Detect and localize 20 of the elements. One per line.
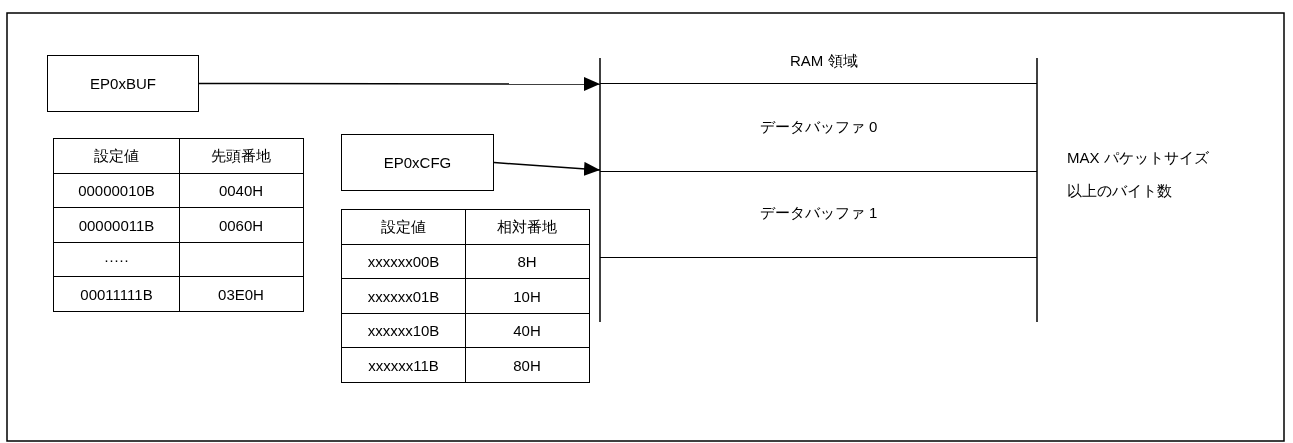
buffer-region: データバッファ 1 [600, 170, 1037, 258]
region-title: RAM 領域 [790, 52, 858, 71]
table-header-cell: 先頭番地 [178, 138, 304, 174]
arrow [198, 77, 601, 91]
table-cell: 03E0H [178, 276, 304, 312]
register-box: EP0xCFG [341, 134, 494, 191]
table-header-cell: 相対番地 [464, 209, 590, 245]
table-cell: 80H [464, 347, 590, 383]
table-cell: xxxxxx11B [341, 347, 466, 383]
table-cell: 00011111B [53, 276, 180, 312]
buffer-region: データバッファ 0 [600, 83, 1037, 172]
table-header-cell: 設定値 [53, 138, 180, 174]
table-header-cell: 設定値 [341, 209, 466, 245]
size-note: MAX パケットサイズ以上のバイト数 [1067, 148, 1210, 201]
table-cell: 10H [464, 278, 590, 314]
arrow [493, 161, 601, 176]
table-cell: 00000011B [53, 207, 180, 243]
table-cell: xxxxxx01B [341, 278, 466, 314]
register-box: EP0xBUF [47, 55, 199, 112]
table-cell: 0060H [178, 207, 304, 243]
